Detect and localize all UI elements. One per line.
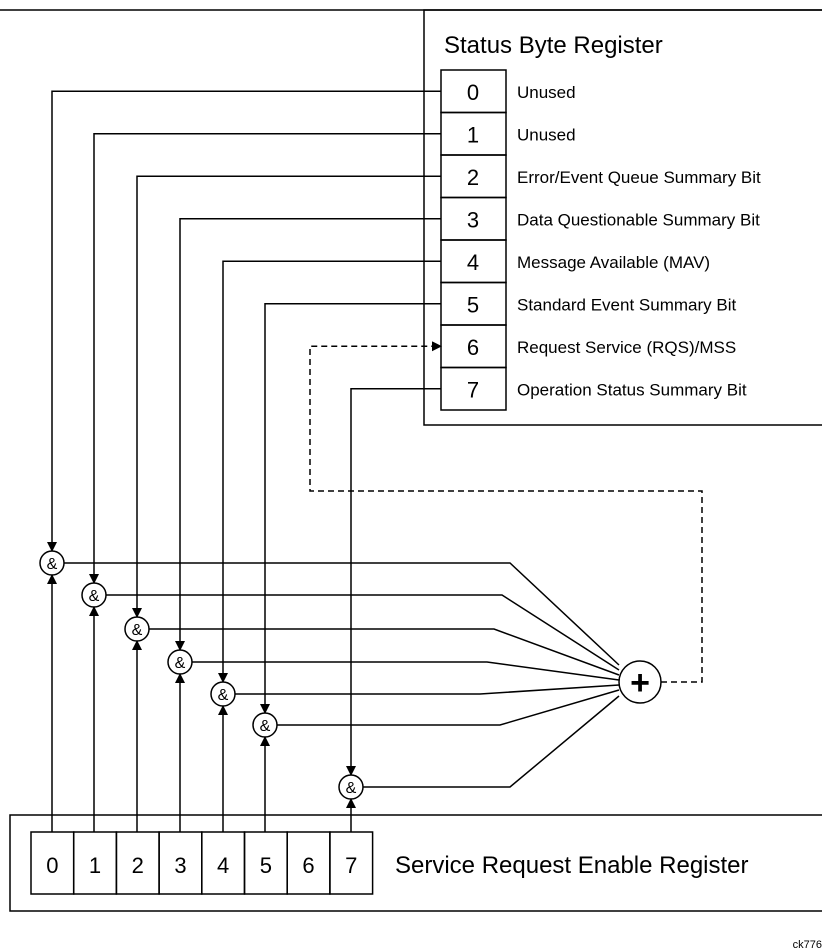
status-bit-number: 0	[467, 80, 479, 105]
and-gate-symbol: &	[47, 556, 58, 573]
and-gate: &	[167, 649, 193, 675]
status-bit-number: 3	[467, 208, 479, 233]
status-bit-number: 4	[467, 250, 479, 275]
and-gate-symbol: &	[89, 588, 100, 605]
connector-wires	[47, 90, 703, 832]
and-gate-symbol: &	[132, 622, 143, 639]
enable-bit-number: 0	[46, 853, 58, 878]
and-gate-symbol: &	[346, 780, 357, 797]
enable-bit-number: 3	[174, 853, 186, 878]
enable-bit-number: 2	[132, 853, 144, 878]
and-gate-circle	[167, 649, 193, 675]
status-bit-5-wire	[260, 303, 441, 714]
and-gate-symbol: &	[218, 687, 229, 704]
status-bit-4-wire	[218, 260, 441, 683]
gate-5-output-wire	[277, 689, 620, 726]
or-gate: +	[618, 660, 662, 704]
and-gate: &	[39, 550, 65, 576]
and-gate-circle	[338, 774, 364, 800]
status-bit-label: Unused	[517, 83, 576, 102]
status-byte-register-title: Status Byte Register	[444, 32, 663, 59]
status-bit-1-wire	[89, 133, 441, 584]
status-byte-register-frame	[423, 9, 822, 426]
and-gate-circle	[252, 712, 278, 738]
enable-bit-number: 1	[89, 853, 101, 878]
status-bit-2-wire	[132, 175, 441, 618]
and-gate-symbol: &	[260, 718, 271, 735]
enable-bit-number: 5	[260, 853, 272, 878]
status-bit-number: 1	[467, 123, 479, 148]
service-request-enable-register-frame	[9, 814, 822, 912]
or-gate-circle	[618, 660, 662, 704]
and-gates: & & & & & & &	[39, 550, 364, 800]
gate-0-output-wire	[64, 562, 620, 666]
and-gate-circle	[124, 616, 150, 642]
status-bit-0-wire	[47, 90, 441, 552]
status-bit-label: Data Questionable Summary Bit	[517, 211, 760, 230]
status-bit-number: 6	[467, 335, 479, 360]
and-gate-circle	[210, 681, 236, 707]
enable-bit-number: 4	[217, 853, 229, 878]
status-bit-label: Message Available (MAV)	[517, 253, 710, 272]
gate-4-output-wire	[235, 684, 620, 695]
and-gate: &	[81, 582, 107, 608]
status-bit-number: 2	[467, 165, 479, 190]
and-gate: &	[338, 774, 364, 800]
status-bit-label: Operation Status Summary Bit	[517, 381, 747, 400]
and-gate-circle	[81, 582, 107, 608]
status-bit-7-wire	[346, 388, 441, 776]
enable-bit-number: 7	[345, 853, 357, 878]
status-bit-number: 7	[467, 378, 479, 403]
figure-code: ck776	[793, 939, 822, 951]
status-bit-label: Error/Event Queue Summary Bit	[517, 168, 761, 187]
status-bit-number: 5	[467, 293, 479, 318]
service-request-enable-bits: 0 1 2 3 4 5 6 7	[30, 831, 374, 895]
gate-3-output-wire	[192, 661, 620, 681]
enable-bit-cell	[329, 831, 374, 895]
and-gate: &	[124, 616, 150, 642]
gate-7-output-wire	[363, 695, 620, 788]
and-gate: &	[210, 681, 236, 707]
or-gate-symbol: +	[630, 664, 650, 702]
and-gate: &	[252, 712, 278, 738]
gate-1-output-wire	[106, 594, 620, 671]
status-bit-label: Standard Event Summary Bit	[517, 296, 736, 315]
status-bit-label: Unused	[517, 126, 576, 145]
and-gate-symbol: &	[175, 655, 186, 672]
gate-2-output-wire	[149, 628, 620, 676]
status-bit-label: Request Service (RQS)/MSS	[517, 338, 736, 357]
enable-bit-number: 6	[302, 853, 314, 878]
status-bit-3-wire	[175, 218, 441, 651]
and-gate-circle	[39, 550, 65, 576]
rqs-feedback-dashed-wire	[309, 341, 703, 683]
service-request-enable-register-title: Service Request Enable Register	[395, 852, 749, 879]
